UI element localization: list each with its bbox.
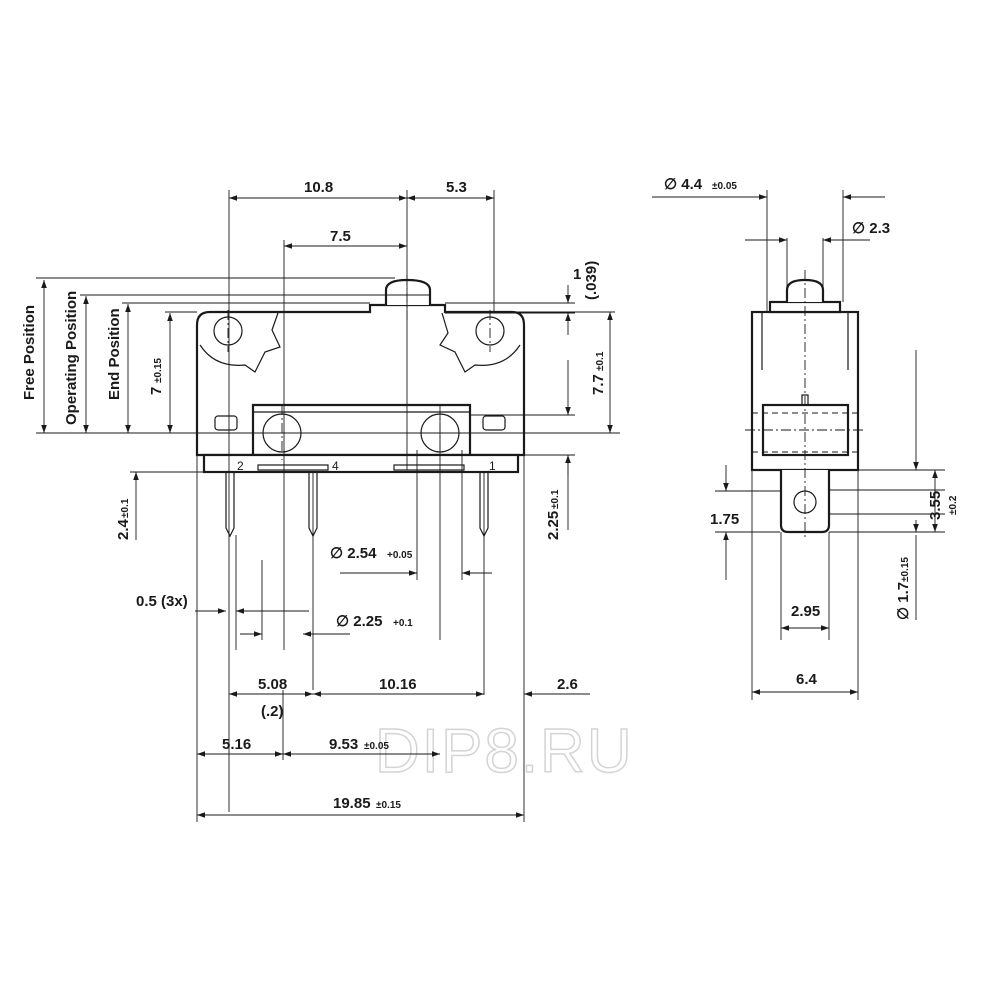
dia-2-25: ∅ 2.25 — [336, 613, 382, 630]
tol-3-55: ±0.2 — [948, 495, 959, 515]
pin-label-1: 1 — [489, 459, 496, 473]
watermark: DIP8.RU — [375, 717, 634, 786]
tol-4-4: ±0.05 — [712, 181, 737, 192]
dim-039: (.039) — [583, 261, 600, 300]
tol-2-25-height: ±0.1 — [550, 489, 561, 509]
pin-label-4: 4 — [332, 459, 339, 473]
operating-position-label: Operating Position — [63, 291, 80, 425]
dim-2-95: 2.95 — [791, 603, 820, 620]
dim-6-4: 6.4 — [796, 671, 818, 688]
dim-2-6: 2.6 — [557, 676, 578, 693]
pin-label-2: 2 — [237, 459, 244, 473]
dia-2-3: ∅ 2.3 — [852, 220, 890, 237]
dim-1-75: 1.75 — [710, 511, 739, 528]
dim-5-3: 5.3 — [446, 179, 467, 196]
end-position-label: End Position — [106, 308, 123, 400]
dim-0-5-3x: 0.5 (3x) — [136, 593, 188, 610]
tol-9-53: ±0.05 — [364, 741, 389, 752]
dim-10-16: 10.16 — [379, 676, 417, 693]
tol-7: ±0.15 — [153, 358, 164, 383]
dim-7-5: 7.5 — [330, 228, 351, 245]
tol-7-7: ±0.1 — [595, 351, 606, 371]
dim-10-8: 10.8 — [304, 179, 333, 196]
dim-5-08: 5.08 — [258, 676, 287, 693]
actuator-button — [384, 278, 432, 305]
dia-1-7: ∅ 1.7 — [895, 582, 912, 620]
dim-5-16: 5.16 — [222, 736, 251, 753]
dim-2-4: 2.4 — [115, 518, 132, 540]
tol-2-4: ±0.1 — [120, 498, 131, 518]
dia-2-54: ∅ 2.54 — [330, 545, 377, 562]
dim-0-2-inch: (.2) — [261, 703, 284, 720]
dia-4-4: ∅ 4.4 — [664, 176, 703, 193]
dim-9-53: 9.53 — [329, 736, 358, 753]
free-position-label: Free Position — [21, 305, 38, 400]
switch-front-view — [195, 278, 526, 538]
dim-1: 1 — [573, 266, 581, 283]
tol-2-54: +0.05 — [387, 550, 413, 561]
dim-7: 7 — [148, 387, 165, 395]
tol-2-25: +0.1 — [393, 618, 413, 629]
dim-2-25-height: 2.25 — [545, 511, 562, 540]
tol-1-7: ±0.15 — [900, 557, 911, 582]
tol-19-85: ±0.15 — [376, 800, 401, 811]
dim-3-55: 3.55 — [927, 491, 944, 520]
dim-19-85: 19.85 — [333, 795, 371, 812]
dimension-lines — [36, 190, 945, 822]
dim-7-7: 7.7 — [590, 374, 607, 395]
